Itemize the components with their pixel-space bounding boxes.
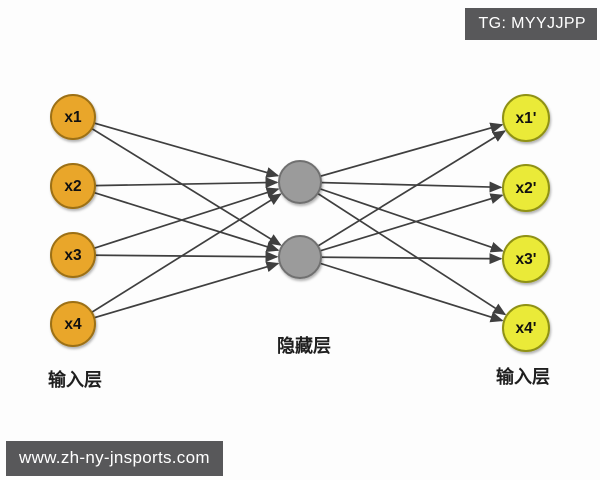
hidden-node-2 [278, 235, 322, 279]
edge [72, 193, 282, 325]
node-circle [50, 94, 96, 140]
node-label: x3 [64, 247, 82, 264]
edge [299, 130, 506, 258]
node-circle [502, 304, 550, 352]
edge [299, 181, 504, 253]
edges [72, 116, 507, 325]
hidden-node-1 [278, 160, 322, 204]
edge [72, 177, 279, 189]
node-label: x3' [516, 251, 537, 268]
node-circle [50, 301, 96, 347]
edge [72, 116, 280, 178]
input-node-3: x3 [50, 232, 96, 278]
node-circle [278, 235, 322, 279]
edge [72, 185, 280, 252]
output-node-1: x1' [502, 94, 550, 142]
node-label: x4 [64, 316, 82, 333]
edge [299, 193, 504, 258]
edge [299, 181, 507, 316]
edge [72, 251, 279, 263]
output-layer-label: 输入层 [496, 367, 550, 387]
edge [299, 181, 503, 193]
node-circle [278, 160, 322, 204]
node-label: x1 [64, 109, 82, 126]
edge [299, 256, 504, 323]
node-label: x4' [516, 320, 537, 337]
edge [299, 253, 503, 265]
output-node-4: x4' [502, 304, 550, 352]
input-node-4: x4 [50, 301, 96, 347]
watermark-bottom-left: www.zh-ny-jnsports.com [6, 441, 223, 477]
edge [299, 122, 504, 183]
edge [72, 261, 280, 325]
output-node-3: x3' [502, 235, 550, 283]
input-node-1: x1 [50, 94, 96, 140]
edge [72, 116, 282, 246]
node-circle [502, 94, 550, 142]
input-layer-label: 输入层 [48, 370, 102, 390]
output-node-2: x2' [502, 164, 550, 212]
node-circle [50, 232, 96, 278]
node-label: x2' [516, 180, 537, 197]
node-circle [502, 164, 550, 212]
node-label: x2 [64, 178, 81, 195]
node-circle [502, 235, 550, 283]
node-circle [50, 163, 96, 209]
watermark-top-right: TG: MYYJJPP [465, 8, 597, 41]
edge [72, 187, 280, 256]
hidden-layer-label: 隐藏层 [277, 336, 331, 356]
input-node-2: x2 [50, 163, 96, 209]
node-label: x1' [516, 110, 537, 127]
